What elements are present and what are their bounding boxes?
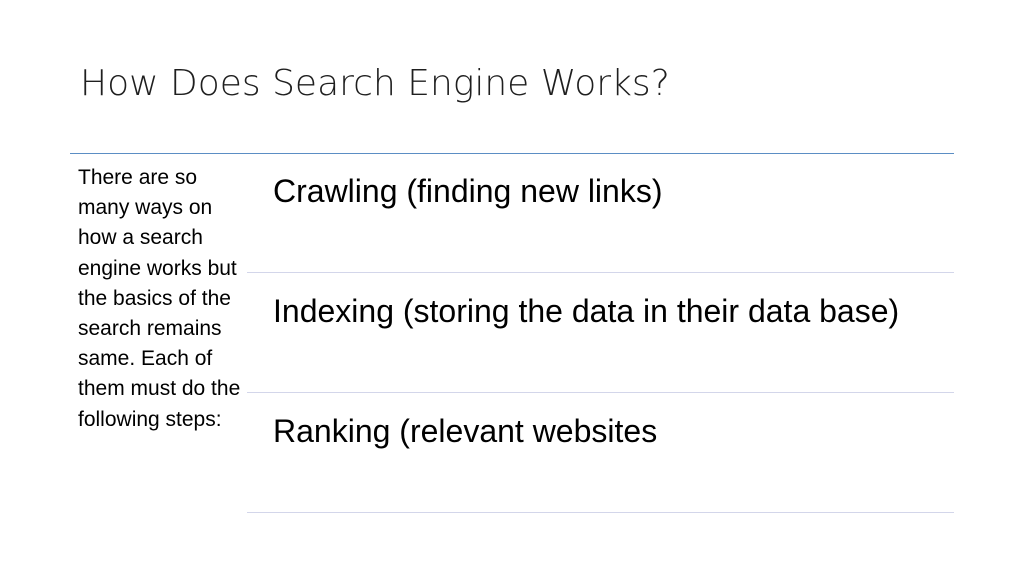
steps-list: Crawling (finding new links) Indexing (s… <box>247 153 954 513</box>
step-item-crawling: Crawling (finding new links) <box>247 153 954 273</box>
intro-text: There are so many ways on how a search e… <box>78 166 241 431</box>
slide-title: How Does Search Engine Works? <box>80 63 670 104</box>
title-divider <box>70 153 954 154</box>
step-item-ranking: Ranking (relevant websites <box>247 393 954 513</box>
step-item-indexing: Indexing (storing the data in their data… <box>247 273 954 393</box>
